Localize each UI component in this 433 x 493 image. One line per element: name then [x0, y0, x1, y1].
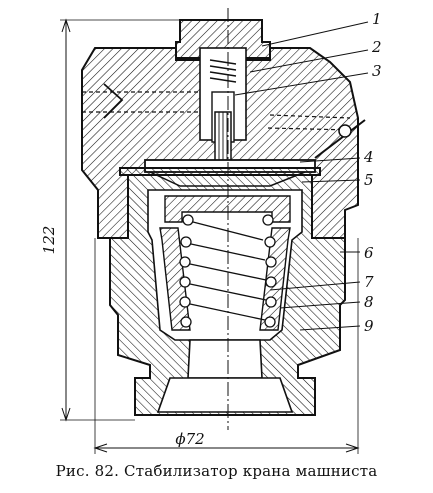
width-dimension: ϕ72: [93, 238, 360, 454]
callout-7: 7: [364, 273, 374, 291]
height-dimension-label: 122: [40, 226, 58, 255]
callout-8: 8: [364, 293, 374, 311]
callout-6: 6: [364, 244, 374, 262]
callout-4: 4: [363, 148, 374, 166]
callout-9: 9: [364, 317, 374, 335]
height-dimension: 122: [40, 18, 180, 422]
figure-caption: Рис. 82. Стабилизатор крана машниста: [55, 462, 378, 480]
callout-2: 2: [371, 38, 382, 56]
callout-5: 5: [364, 171, 374, 189]
callout-leaders: [234, 21, 369, 331]
callout-1: 1: [372, 10, 382, 28]
callout-3: 3: [372, 62, 382, 80]
width-dimension-label: ϕ72: [175, 430, 204, 448]
upper-housing: [81, 19, 366, 239]
callout-numbers: 1 2 3 4 5 6 7 8 9: [363, 10, 382, 335]
